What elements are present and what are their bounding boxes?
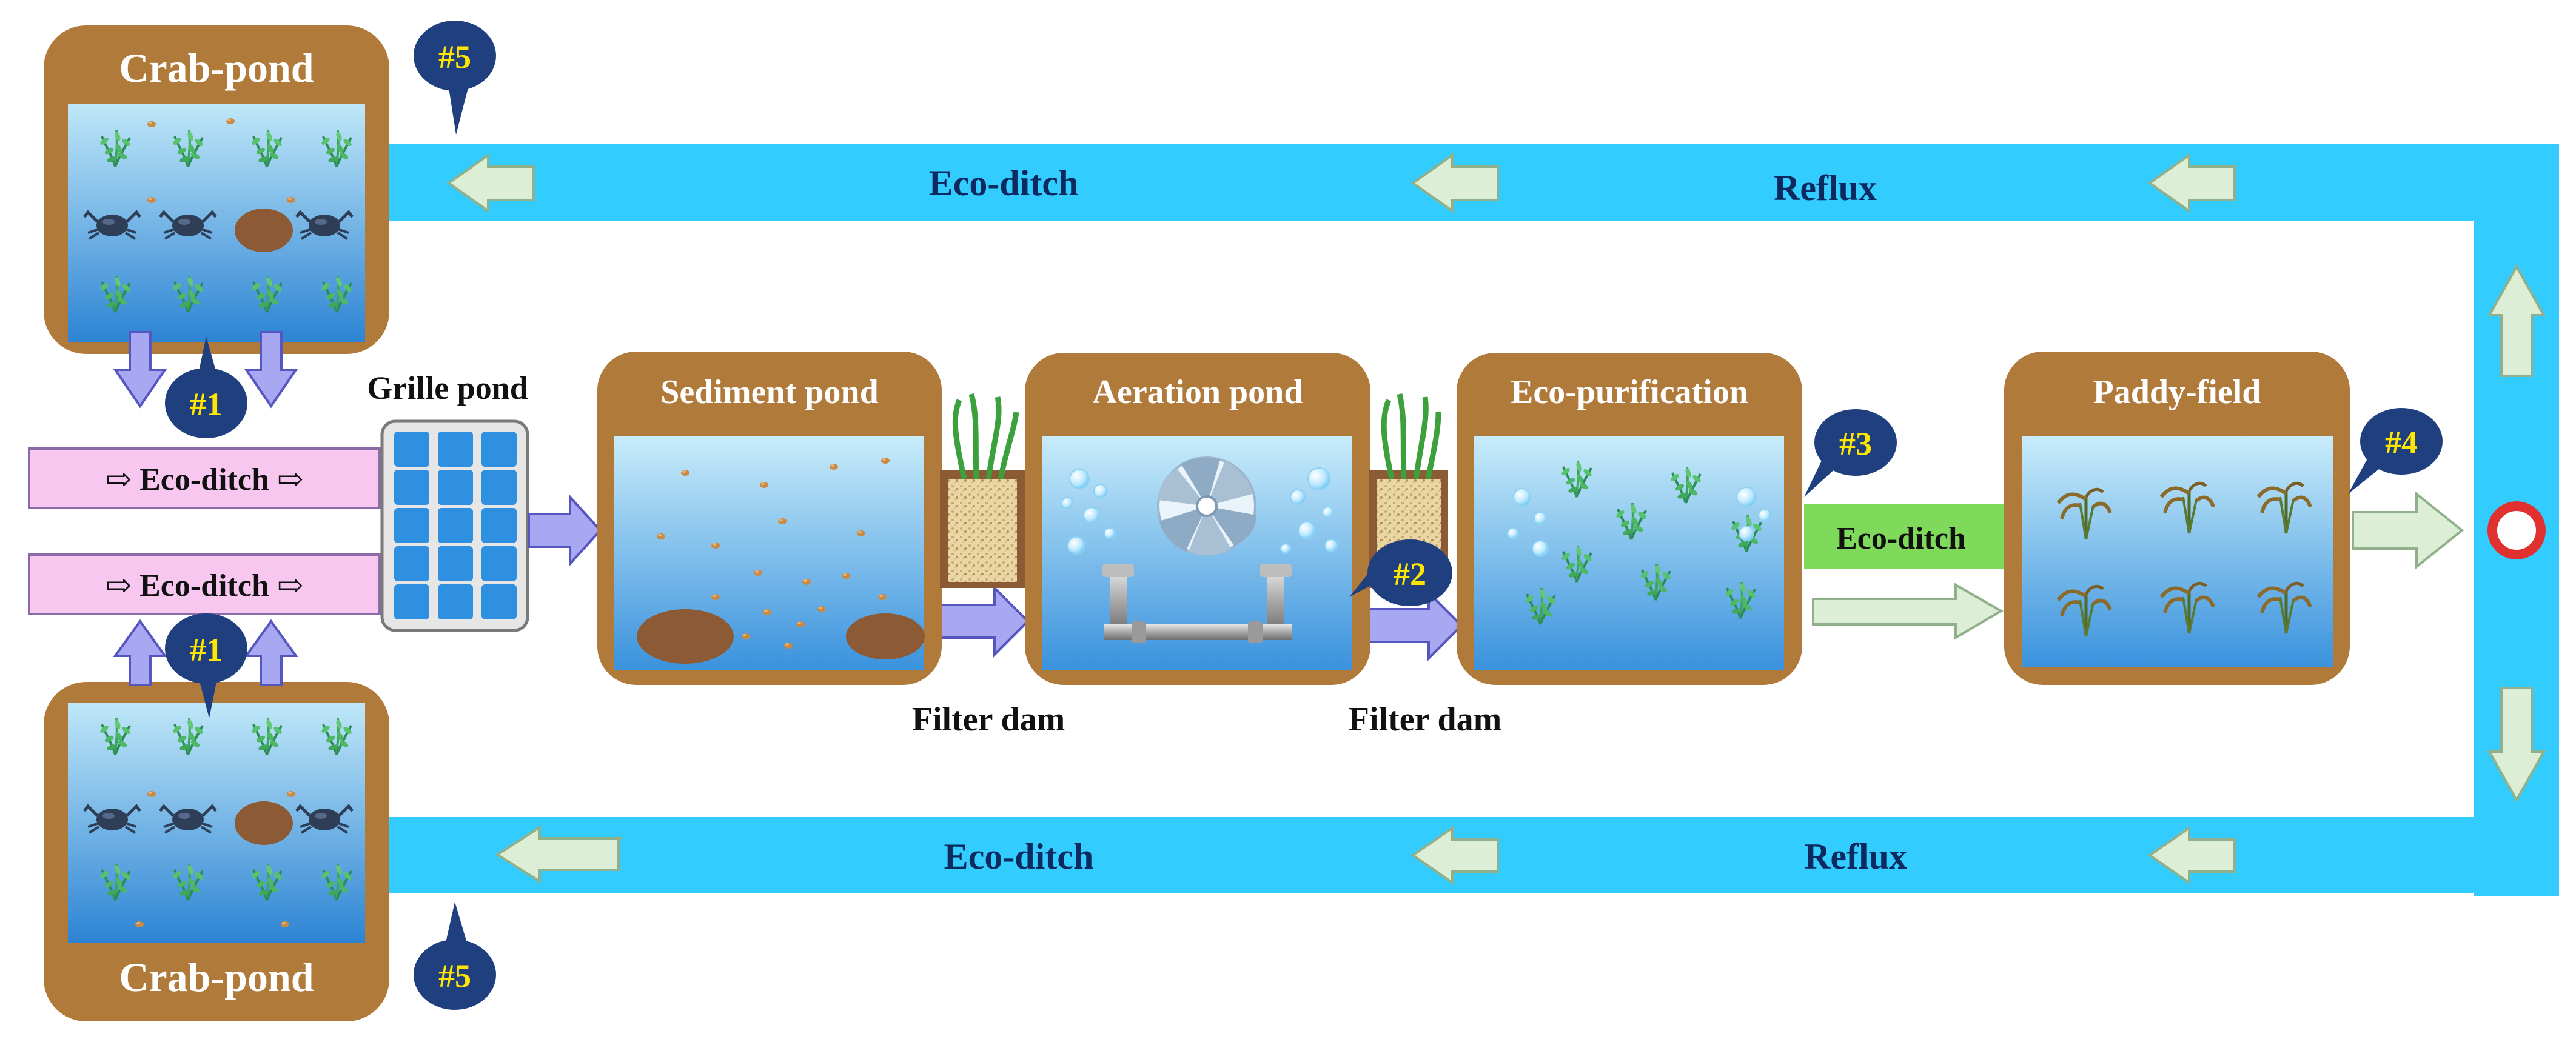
crab-pond-top-title: Crab-pond bbox=[119, 45, 314, 91]
callouts: #1 #1 #2 #3 #4 #5 #5 bbox=[165, 21, 2443, 1010]
left-arrow-icon bbox=[1410, 153, 1499, 213]
inlet-eco-ditch-2-label: ⇨ Eco-ditch ⇨ bbox=[106, 569, 304, 603]
sediment-pond: Sediment pond bbox=[597, 352, 942, 685]
aerator-wheel-icon bbox=[1157, 456, 1256, 556]
ditch-flow-arrows bbox=[446, 153, 2546, 885]
crab-pond-flow-arrows bbox=[113, 331, 298, 686]
eco-purification-pond: Eco-purification bbox=[1457, 353, 1802, 685]
left-arrow-icon bbox=[1410, 826, 1499, 885]
grille-pond-label: Grille pond bbox=[367, 370, 528, 406]
crab-pond-bottom: Crab-pond bbox=[44, 682, 389, 1021]
up-arrow-icon bbox=[2487, 264, 2546, 377]
left-arrow-icon bbox=[2147, 153, 2236, 213]
right-arrow-icon bbox=[1367, 590, 1463, 661]
inlet-eco-ditch-1-label: ⇨ Eco-ditch ⇨ bbox=[106, 462, 304, 497]
left-arrow-icon bbox=[446, 153, 535, 213]
process-flow-arrows bbox=[528, 493, 1463, 661]
junction-node bbox=[2487, 501, 2546, 559]
grille-pond: Grille pond bbox=[367, 370, 529, 632]
paddy-field-title: Paddy-field bbox=[2093, 373, 2261, 411]
callout-5-top: #5 bbox=[414, 21, 496, 135]
filter-dam-1-label: Filter dam bbox=[912, 701, 1065, 738]
paddy-field: Paddy-field bbox=[2004, 352, 2464, 685]
callout-4: #4 bbox=[2348, 408, 2443, 494]
left-arrow-icon bbox=[2147, 826, 2236, 885]
callout-3: #3 bbox=[1804, 409, 1897, 497]
ditch-labels: Eco-ditch Reflux Eco-ditch Reflux bbox=[929, 163, 1907, 876]
sediment-pond-title: Sediment pond bbox=[660, 373, 878, 411]
inlet-eco-ditch-2: ⇨ Eco-ditch ⇨ bbox=[28, 553, 381, 615]
callout-1-bottom: #1 bbox=[165, 613, 247, 718]
air-bubbles bbox=[1061, 467, 1338, 555]
right-arrow-icon bbox=[528, 493, 602, 567]
crab-pond-bottom-title: Crab-pond bbox=[119, 954, 314, 1000]
inlet-eco-ditch-1: ⇨ Eco-ditch ⇨ bbox=[28, 447, 381, 509]
callout-4-text: #4 bbox=[2385, 424, 2418, 461]
callout-2-text: #2 bbox=[1394, 556, 1426, 592]
eco-ditch-middle-label: Eco-ditch bbox=[1836, 521, 1966, 556]
callout-1-top: #1 bbox=[165, 336, 247, 438]
crab-pond-top: Crab-pond bbox=[44, 25, 389, 354]
callout-5-top-text: #5 bbox=[438, 39, 471, 75]
down-arrow-icon bbox=[2487, 687, 2546, 803]
air-bubbles bbox=[1507, 487, 1771, 557]
eco-ditch-middle: Eco-ditch bbox=[1804, 504, 2004, 640]
callout-2: #2 bbox=[1349, 539, 1452, 606]
left-arrow-icon bbox=[495, 825, 622, 884]
reflux-top-label: Reflux bbox=[1774, 168, 1877, 208]
filter-dam-2-label: Filter dam bbox=[1349, 701, 1501, 738]
reflux-bottom-label: Reflux bbox=[1804, 836, 1907, 876]
eco-purification-title: Eco-purification bbox=[1511, 373, 1748, 411]
right-arrow-icon bbox=[1812, 583, 2004, 640]
eco-ditch-top-label: Eco-ditch bbox=[929, 163, 1079, 203]
down-arrow-icon bbox=[244, 331, 298, 409]
callout-5-bottom: #5 bbox=[414, 902, 496, 1010]
up-arrow-icon bbox=[244, 619, 298, 686]
right-arrow-icon bbox=[2352, 491, 2464, 570]
filter-dam-1: Filter dam bbox=[912, 393, 1065, 738]
eco-ditch-bottom-label: Eco-ditch bbox=[944, 836, 1094, 876]
aeration-pond: Aeration pond bbox=[1025, 353, 1370, 685]
up-arrow-icon bbox=[113, 619, 167, 686]
callout-3-text: #3 bbox=[1839, 426, 1872, 462]
aeration-pond-title: Aeration pond bbox=[1093, 373, 1303, 411]
callout-1-top-text: #1 bbox=[190, 386, 223, 422]
down-arrow-icon bbox=[113, 331, 167, 409]
callout-5-bottom-text: #5 bbox=[438, 958, 471, 994]
aeration-pipe bbox=[1102, 564, 1292, 643]
right-arrow-icon bbox=[937, 585, 1030, 658]
callout-1-bottom-text: #1 bbox=[190, 632, 223, 668]
